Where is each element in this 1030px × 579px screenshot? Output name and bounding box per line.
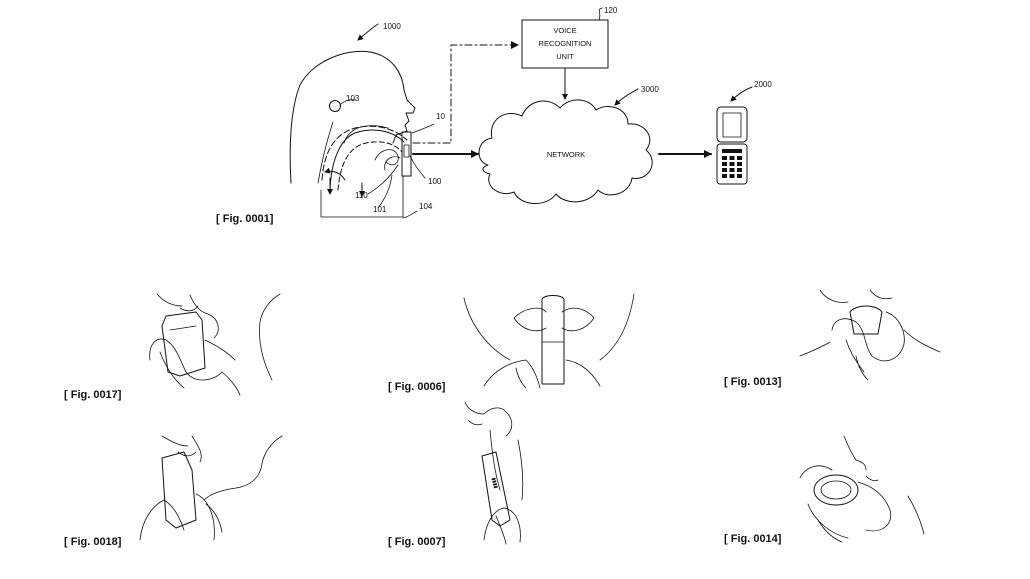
lead-103 xyxy=(340,99,356,105)
network-label: NETWORK xyxy=(547,150,585,159)
ref-110: 110 xyxy=(355,191,368,200)
fig0014-face xyxy=(843,435,879,482)
box-104-outline xyxy=(320,175,404,218)
lead-10 xyxy=(411,123,435,134)
fig0017-device-edge xyxy=(169,325,197,331)
fig0014-hand xyxy=(799,465,892,543)
figure-0007: ▮▮▮▮ [ Fig. 0007] xyxy=(388,401,524,548)
fig0018-hand xyxy=(139,493,223,541)
fig0018-device xyxy=(161,451,197,529)
fig0014-device-inner xyxy=(820,480,852,500)
fig0014-neck xyxy=(907,495,925,535)
fig0013-neck xyxy=(799,329,941,357)
voice-box-line-1: VOICE xyxy=(553,26,576,35)
figure-0014: [ Fig. 0014] xyxy=(724,435,925,545)
neck-outline xyxy=(317,121,389,184)
fig0006-lips xyxy=(513,307,595,332)
lead-101 xyxy=(377,174,393,209)
airway-dashed-2 xyxy=(337,141,403,191)
caption-fig-0006: [ Fig. 0006] xyxy=(388,381,446,393)
caption-fig-0001: [ Fig. 0001] xyxy=(216,213,274,225)
voice-box-line-3: UNIT xyxy=(556,52,574,61)
tongue-shape xyxy=(374,149,399,166)
fig0007-device xyxy=(481,451,511,527)
mobile-phone-2000 xyxy=(716,106,748,185)
ref-2000: 2000 xyxy=(754,80,772,89)
network-cloud xyxy=(478,99,653,204)
fig0017-hand xyxy=(149,338,241,396)
device-10-window xyxy=(403,144,410,158)
fig0013-hand xyxy=(831,311,905,381)
ref-3000: 3000 xyxy=(641,85,659,94)
lead-120 xyxy=(598,7,603,21)
lead-1000 xyxy=(357,23,379,41)
fig0006-device xyxy=(541,295,565,385)
figure-0006: [ Fig. 0006] xyxy=(388,293,635,393)
lead-2000 xyxy=(730,86,753,102)
figure-0013: [ Fig. 0013] xyxy=(724,289,941,388)
fig0014-device-ring xyxy=(813,474,859,506)
caption-fig-0007: [ Fig. 0007] xyxy=(388,536,446,548)
fig0017-face xyxy=(156,293,219,339)
airway-dashed xyxy=(321,125,408,181)
figure-0018: [ Fig. 0018] xyxy=(64,435,283,548)
sensor-103-circle xyxy=(329,100,341,112)
fig0007-neck xyxy=(489,429,524,501)
ref-104: 104 xyxy=(419,202,433,211)
lead-3000 xyxy=(614,88,639,106)
airflow-arrow-left xyxy=(324,167,346,181)
device-10 xyxy=(401,131,412,177)
caption-fig-0014: [ Fig. 0014] xyxy=(724,533,782,545)
caption-fig-0018: [ Fig. 0018] xyxy=(64,536,122,548)
signal-line-to-voice-unit xyxy=(412,41,519,144)
voice-box-line-2: RECOGNITION xyxy=(539,39,592,48)
ref-103: 103 xyxy=(346,94,360,103)
head-profile xyxy=(289,50,416,184)
figure-0017: [ Fig. 0017] xyxy=(64,293,281,401)
fig0007-device-marking: ▮▮▮▮ xyxy=(490,477,499,489)
lead-110 xyxy=(367,164,399,195)
fig0013-device xyxy=(849,305,883,335)
ref-10: 10 xyxy=(436,112,445,121)
lead-104 xyxy=(402,210,418,219)
figure-0001: VOICE RECOGNITION UNIT NETWORK xyxy=(216,6,772,225)
mouth-curl xyxy=(384,156,401,171)
fig0007-hand xyxy=(483,507,521,545)
fig0017-neck xyxy=(204,293,281,381)
fig0007-face xyxy=(464,401,513,437)
fig0018-face xyxy=(161,435,202,463)
caption-fig-0013: [ Fig. 0013] xyxy=(724,376,782,388)
fig0013-face xyxy=(819,289,893,303)
ref-120: 120 xyxy=(604,6,618,15)
caption-fig-0017: [ Fig. 0017] xyxy=(64,389,122,401)
ref-100: 100 xyxy=(428,177,442,186)
ref-1000: 1000 xyxy=(383,22,401,31)
fig0018-neck xyxy=(203,435,283,501)
fig0006-hand xyxy=(483,359,601,389)
airway-solid xyxy=(329,129,405,191)
ref-101: 101 xyxy=(373,205,387,214)
lead-100 xyxy=(409,155,426,179)
fig0006-face xyxy=(463,293,635,361)
